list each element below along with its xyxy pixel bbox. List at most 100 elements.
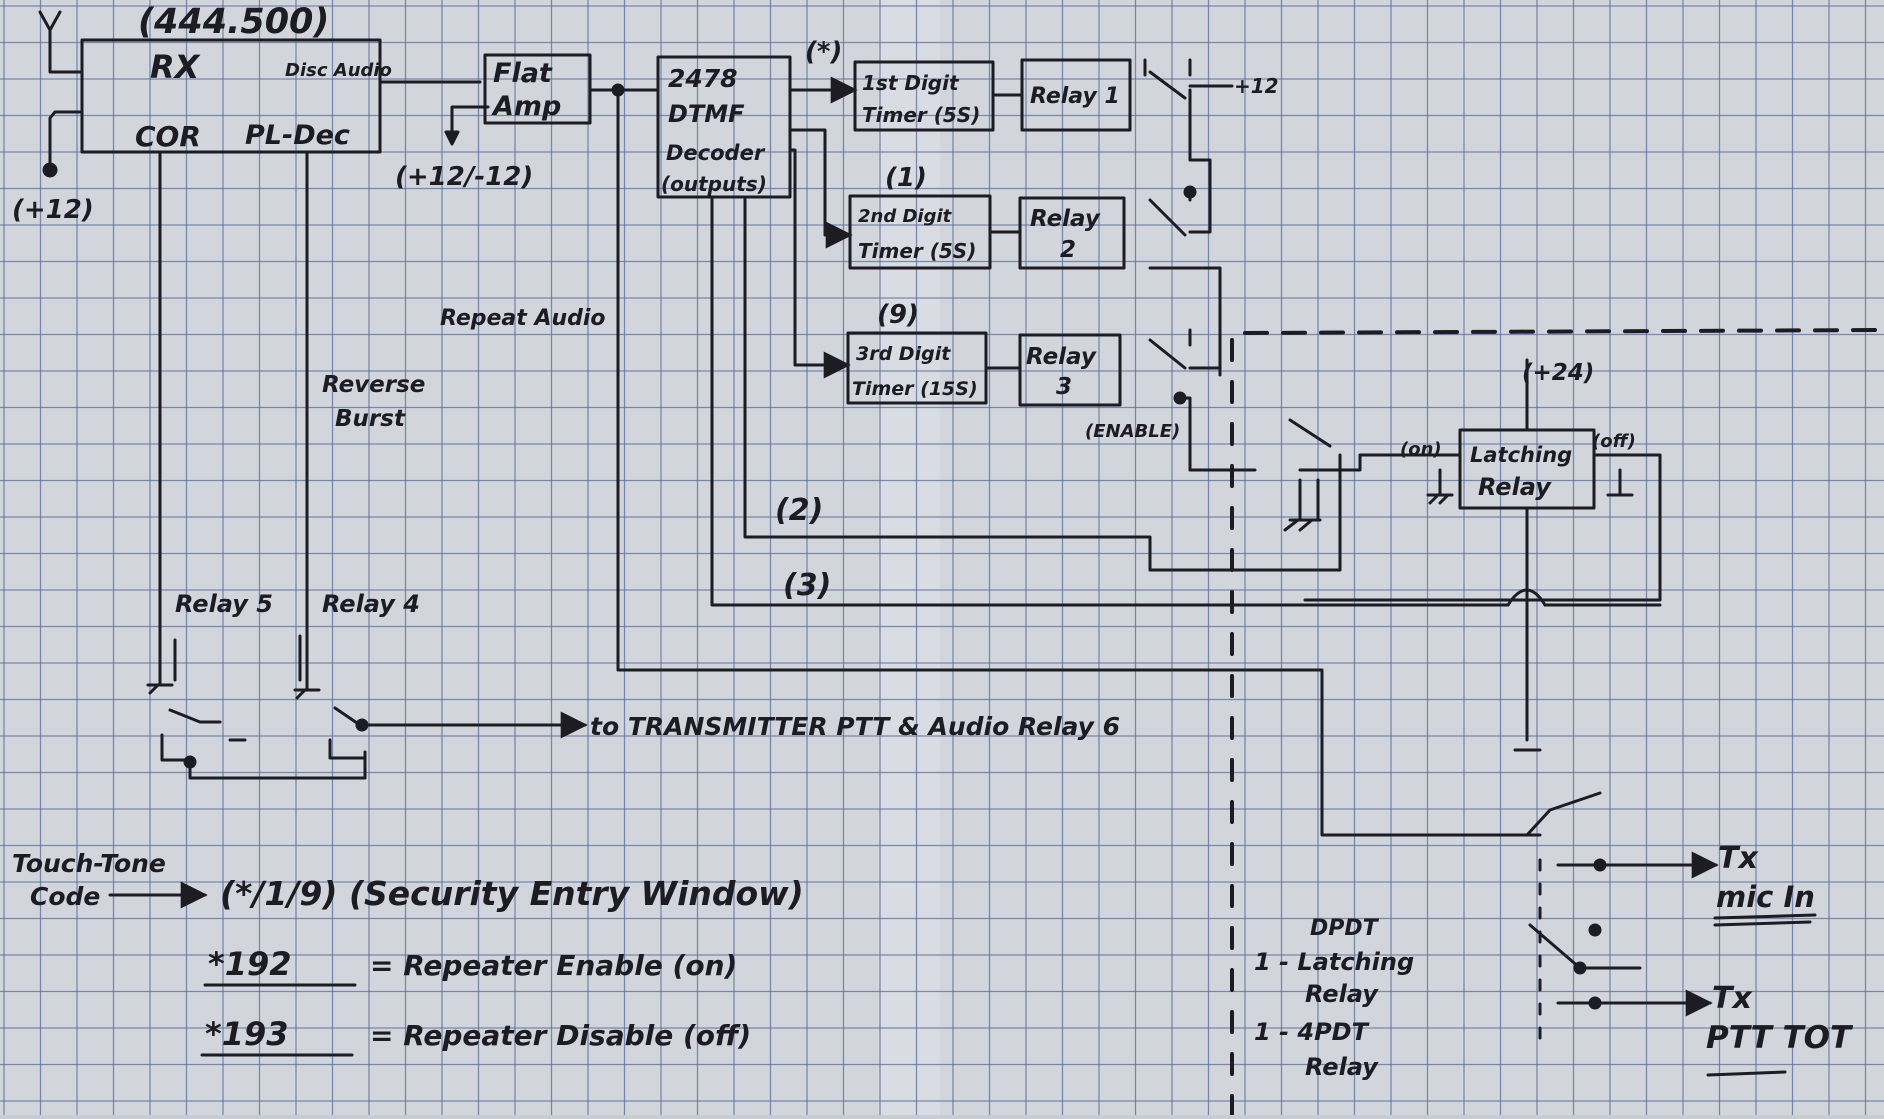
flat-amp-line1: Flat bbox=[493, 58, 553, 89]
mic-in-underline bbox=[1713, 913, 1817, 927]
dtmf-out-1: (1) bbox=[885, 163, 927, 193]
parts-latching-line1: 1 - Latching bbox=[1254, 948, 1414, 976]
relay6-coil bbox=[1513, 708, 1542, 752]
dtmf-line1: 2478 bbox=[668, 64, 738, 93]
relay3-box bbox=[1018, 333, 1122, 407]
relay-return-wire bbox=[188, 760, 367, 780]
legend-code-off: *193 bbox=[205, 1015, 289, 1053]
parts-4pdt-line1: 1 - 4PDT bbox=[1254, 1018, 1370, 1046]
relay2-line2: 2 bbox=[1060, 237, 1076, 263]
tx-mic-node bbox=[1593, 858, 1607, 872]
latching-line2: Relay bbox=[1478, 473, 1552, 501]
off-wire bbox=[1303, 453, 1662, 602]
relay1-label: Relay 1 bbox=[1030, 84, 1120, 109]
relay5-label: Relay 5 bbox=[175, 590, 273, 618]
timer3-line2: Timer (15S) bbox=[852, 378, 978, 400]
cor-label: COR bbox=[135, 120, 201, 153]
tx-mic-label: Tx bbox=[1718, 841, 1759, 876]
latching-on-label: (on) bbox=[1400, 439, 1442, 460]
parts-latching-line2: Relay bbox=[1305, 980, 1379, 1008]
timer2-line1: 2nd Digit bbox=[858, 206, 953, 227]
legend-decorations bbox=[108, 478, 1320, 1057]
relay5-coil bbox=[146, 628, 174, 695]
dtmf-line2: DTMF bbox=[668, 100, 745, 128]
wiring bbox=[38, 10, 1817, 1077]
timer1-line1: 1st Digit bbox=[862, 71, 960, 95]
ant-voltage-label: (+12) bbox=[12, 195, 94, 225]
relay4-coil bbox=[293, 628, 321, 700]
dtmf-out-2: (2) bbox=[775, 493, 823, 528]
ptt-underline bbox=[1706, 1070, 1787, 1077]
repeat-audio-wire bbox=[616, 88, 1542, 837]
relay2-line1: Relay bbox=[1030, 206, 1101, 232]
paper-fold-shade bbox=[880, 0, 940, 1115]
relay1-relay2-link bbox=[1188, 96, 1212, 234]
rx-box bbox=[80, 38, 382, 154]
rx-label: RX bbox=[150, 48, 201, 86]
reverse-burst-line2: Burst bbox=[335, 406, 406, 432]
latching-line1: Latching bbox=[1470, 443, 1572, 467]
ptt-tot-label: PTT TOT bbox=[1706, 1020, 1854, 1056]
relay3-node bbox=[1173, 391, 1187, 405]
parts-4pdt-line2: Relay bbox=[1305, 1053, 1379, 1081]
dtmf-out-star: (*) bbox=[805, 37, 842, 67]
mic-in-label: mic In bbox=[1716, 880, 1815, 914]
relay1-supply-label: +12 bbox=[1234, 74, 1279, 98]
off-ground-lead bbox=[1606, 468, 1634, 497]
tx-ptt-label: Tx bbox=[1712, 981, 1753, 1016]
latching-off-label: (off) bbox=[1592, 431, 1636, 452]
relay5-contact bbox=[160, 708, 247, 762]
legend-touch-line1: Touch-Tone bbox=[12, 849, 166, 878]
legend-code-on-desc: = Repeater Enable (on) bbox=[370, 949, 737, 982]
reverse-burst-line1: Reverse bbox=[322, 372, 425, 398]
dtmf-3-wire bbox=[710, 195, 1662, 607]
tx-mic-contact bbox=[1525, 791, 1602, 837]
enable-relay-coil bbox=[1283, 478, 1322, 532]
antenna-symbol bbox=[38, 10, 84, 74]
ptt-node-mid bbox=[1573, 961, 1587, 975]
dtmf-box bbox=[656, 55, 792, 199]
legend-window: (*/1/9) (Security Entry Window) bbox=[220, 874, 804, 913]
dtmf-line3: Decoder bbox=[666, 141, 766, 165]
dtmf-1-wire bbox=[788, 128, 853, 249]
relay-coil-dash-4 bbox=[173, 478, 1320, 682]
relay4-label: Relay 4 bbox=[322, 590, 420, 618]
latching-supply-label: (+24) bbox=[1522, 360, 1594, 386]
timer3-line1: 3rd Digit bbox=[856, 343, 951, 365]
timer1-line2: Timer (5S) bbox=[862, 103, 980, 127]
ptt-node-top bbox=[1588, 923, 1602, 937]
legend-code-on: *192 bbox=[208, 945, 292, 983]
relay3-line1: Relay bbox=[1026, 344, 1097, 370]
relay3-contact bbox=[1148, 328, 1257, 472]
dashed-enclosure bbox=[1230, 328, 1884, 1117]
enable-contact bbox=[1288, 418, 1462, 472]
dtmf-9-wire bbox=[788, 148, 851, 379]
relay1-contact bbox=[1143, 58, 1234, 100]
dtmf-out-9: (9) bbox=[877, 300, 919, 330]
supply-arrow bbox=[444, 130, 460, 146]
enable-label: (ENABLE) bbox=[1085, 421, 1180, 442]
on-ground-lead bbox=[1426, 468, 1454, 505]
disc-audio-label: Disc Audio bbox=[285, 60, 392, 81]
legend-code-off-desc: = Repeater Disable (off) bbox=[370, 1019, 751, 1052]
ptt-node-bot bbox=[1588, 996, 1602, 1010]
supply-node bbox=[42, 162, 58, 178]
parts-dpdt: DPDT bbox=[1310, 916, 1380, 941]
relay4-contact bbox=[328, 706, 367, 780]
legend-touch-line2: Code bbox=[30, 882, 100, 911]
pl-dec-label: PL-Dec bbox=[245, 120, 350, 151]
flat-amp-line2: Amp bbox=[491, 91, 561, 122]
relay2-node bbox=[1183, 185, 1197, 199]
to-transmitter-label: to TRANSMITTER PTT & Audio Relay 6 bbox=[590, 712, 1120, 741]
labels: (444.500) (+12) RX COR PL-Dec Disc Audio… bbox=[12, 2, 1854, 1081]
relay3-line2: 3 bbox=[1056, 374, 1072, 400]
enclosure-top bbox=[1243, 328, 1884, 335]
repeat-audio-label: Repeat Audio bbox=[440, 306, 606, 331]
flat-amp-supply-label: (+12/-12) bbox=[395, 162, 533, 192]
ground-lead bbox=[48, 110, 84, 170]
dtmf-2-wire bbox=[743, 195, 1342, 572]
